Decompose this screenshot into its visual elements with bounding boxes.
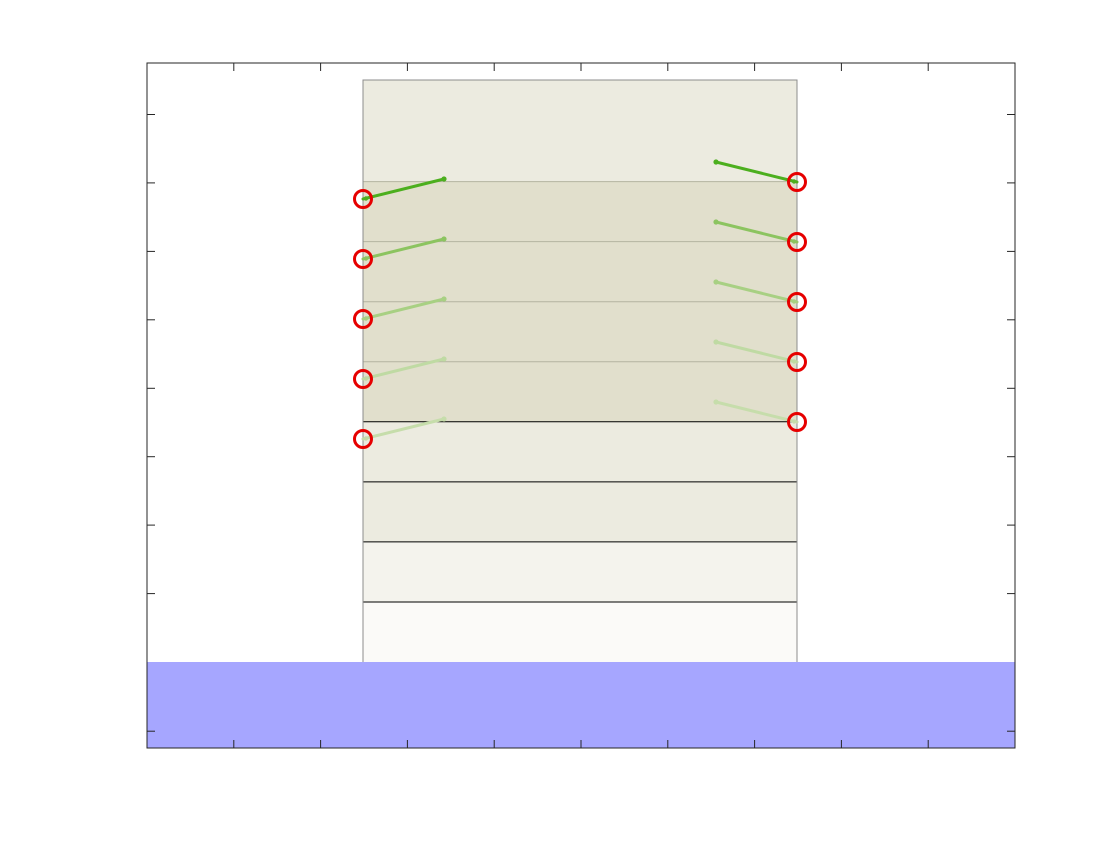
- story-level-3: [363, 481, 797, 542]
- vector-tip-left-level-5: [441, 356, 447, 362]
- axes-frame: [146, 62, 1016, 749]
- node-marker-left-level-4: [353, 429, 373, 449]
- story-level-7: [363, 241, 797, 302]
- vector-tip-left-level-6: [441, 296, 447, 302]
- story-level-8: [363, 181, 797, 242]
- vector-right-level-8: [714, 160, 799, 184]
- vector-base-left-level-7: [363, 256, 369, 261]
- node-marker-left-level-6: [353, 309, 373, 329]
- node-marker-left-level-7: [353, 249, 373, 269]
- vector-tip-left-level-4: [441, 416, 447, 422]
- vector-right-level-4: [714, 400, 799, 424]
- vector-tip-left-level-7: [441, 236, 447, 242]
- story-level-4: [363, 421, 797, 482]
- vector-tip-left-level-8: [441, 176, 447, 182]
- vector-tip-right-level-4: [713, 399, 719, 405]
- vector-base-right-level-7: [791, 239, 797, 244]
- story-vectors: [361, 159, 799, 441]
- vector-left-level-7: [361, 237, 446, 261]
- vector-base-left-level-8: [363, 196, 369, 201]
- vector-base-right-level-4: [791, 419, 797, 424]
- vector-right-level-7: [714, 220, 799, 244]
- node-marker-left-level-5: [353, 369, 373, 389]
- vector-tip-right-level-5: [713, 339, 719, 345]
- story-level-5: [363, 361, 797, 422]
- ground-band: [147, 662, 1015, 748]
- ground-layer: [147, 662, 1015, 748]
- vector-left-level-5: [361, 357, 446, 381]
- story-level-2: [363, 541, 797, 602]
- vector-base-right-level-6: [791, 299, 797, 304]
- story-level-1: [363, 601, 797, 662]
- vector-right-level-5: [714, 340, 799, 364]
- vector-left-level-4: [361, 417, 446, 441]
- vector-base-right-level-8: [791, 179, 797, 184]
- vector-tip-right-level-6: [713, 279, 719, 285]
- vector-tip-right-level-7: [713, 219, 719, 225]
- node-marker-right-level-5: [787, 352, 807, 372]
- node-marker-right-level-8: [787, 172, 807, 192]
- vector-left-level-6: [361, 297, 446, 321]
- building: [362, 79, 798, 662]
- node-marker-right-level-4: [787, 412, 807, 432]
- vector-tip-right-level-8: [713, 159, 719, 165]
- node-markers: [353, 172, 807, 449]
- node-marker-right-level-6: [787, 292, 807, 312]
- vector-base-left-level-5: [363, 376, 369, 381]
- node-marker-right-level-7: [787, 232, 807, 252]
- vector-base-left-level-6: [363, 316, 369, 321]
- node-marker-left-level-8: [353, 189, 373, 209]
- vector-left-level-8: [361, 177, 446, 201]
- vector-right-level-6: [714, 280, 799, 304]
- vector-base-left-level-4: [363, 436, 369, 441]
- vector-base-right-level-5: [791, 359, 797, 364]
- story-level-6: [363, 301, 797, 362]
